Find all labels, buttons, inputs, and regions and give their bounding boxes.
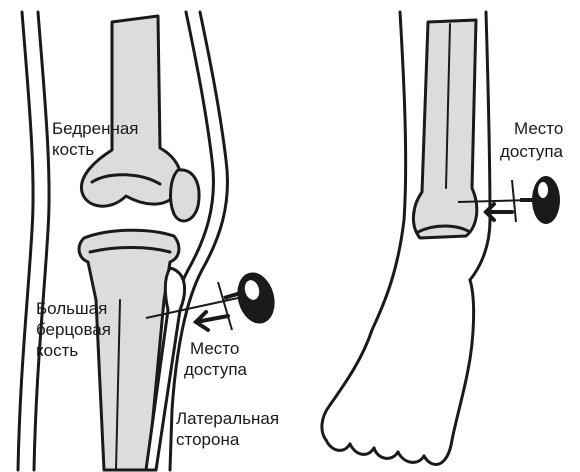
knee-illustration bbox=[18, 12, 227, 470]
ankle-access-site-label: Место доступа bbox=[500, 119, 564, 161]
svg-text:Место: Место bbox=[190, 339, 239, 358]
svg-text:Место: Место bbox=[514, 119, 563, 138]
lateral-side-label: Латеральная сторона bbox=[176, 409, 279, 449]
knee-access-site-label: Место доступа bbox=[184, 339, 248, 379]
svg-text:берцовая: берцовая bbox=[36, 320, 111, 339]
svg-text:Бедренная: Бедренная bbox=[52, 119, 139, 138]
svg-text:кость: кость bbox=[52, 140, 94, 159]
foot-illustration bbox=[322, 12, 490, 464]
femur-bone bbox=[81, 16, 181, 206]
distal-tibia-bone bbox=[413, 20, 476, 238]
svg-text:Латеральная: Латеральная bbox=[176, 409, 279, 428]
svg-text:сторона: сторона bbox=[176, 430, 240, 449]
svg-text:доступа: доступа bbox=[184, 360, 248, 379]
svg-text:кость: кость bbox=[36, 341, 78, 360]
insertion-arrow-icon bbox=[196, 312, 228, 330]
svg-text:Большая: Большая bbox=[36, 299, 107, 318]
svg-text:доступа: доступа bbox=[500, 142, 564, 161]
patella-bone bbox=[171, 170, 200, 221]
ankle-insertion-arrow-icon bbox=[486, 204, 512, 220]
